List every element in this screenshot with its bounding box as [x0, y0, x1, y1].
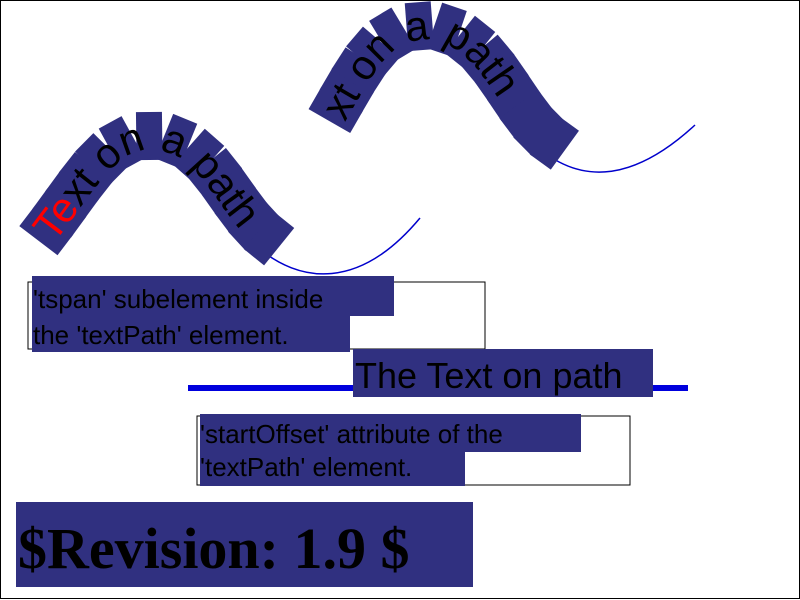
glyph-highlight-box — [319, 67, 375, 115]
straight-text-highlights — [353, 349, 653, 397]
offset-caption-highlight-1 — [200, 414, 581, 452]
glyph-highlight-box — [19, 205, 74, 256]
tspan-caption-highlight-2 — [32, 316, 350, 352]
tspan-caption-highlight-1 — [32, 276, 394, 316]
glyph-highlight-box — [529, 115, 579, 170]
glyph-highlight-box — [155, 113, 198, 169]
straight-text-highlight-box — [353, 349, 653, 397]
tspan-caption-line-2: the 'textPath' element. — [33, 320, 289, 350]
glyph-highlight-box — [346, 26, 400, 78]
glyph-highlight-box — [308, 86, 364, 134]
glyph-highlight-box — [45, 170, 100, 220]
glyph-highlight-box — [98, 116, 145, 171]
glyph-highlight-box — [513, 103, 566, 156]
glyph-highlight-box — [444, 15, 496, 70]
glyph-highlight-box — [228, 199, 281, 251]
glyph-highlight-box — [75, 133, 128, 186]
offset-caption-highlight-2 — [200, 452, 465, 486]
glyph-highlight-box — [201, 166, 256, 216]
glyph-highlight-box — [243, 211, 295, 266]
glyph-highlight-box — [474, 54, 529, 103]
glyph-highlight-box — [460, 34, 515, 86]
glyph-highlights-path-1 — [19, 111, 295, 266]
glyph-highlight-box — [331, 47, 386, 96]
revision-highlight — [16, 502, 473, 587]
glyph-highlight-box — [172, 128, 225, 182]
glyph-highlight-box — [369, 7, 417, 62]
glyph-highlight-box — [426, 2, 467, 57]
glyph-highlight-box — [58, 152, 113, 203]
offset-caption-line-1: 'startOffset' attribute of the — [200, 419, 503, 449]
offset-caption-line-2: 'textPath' element. — [200, 452, 412, 482]
glyph-highlight-box — [486, 72, 542, 122]
glyph-highlight-box — [214, 184, 269, 234]
straight-path-text: The Text on path — [355, 355, 623, 396]
revision-label: $Revision: 1.9 $ — [18, 516, 410, 581]
glyph-highlight-box — [135, 111, 163, 161]
glyph-highlight-box — [188, 148, 243, 199]
glyph-highlight-box — [499, 89, 554, 140]
glyph-highlight-box — [32, 188, 87, 238]
glyph-highlights-path-2 — [308, 1, 579, 170]
tspan-caption-line-1: 'tspan' subelement inside — [33, 284, 323, 314]
glyph-highlight-box — [404, 1, 435, 52]
